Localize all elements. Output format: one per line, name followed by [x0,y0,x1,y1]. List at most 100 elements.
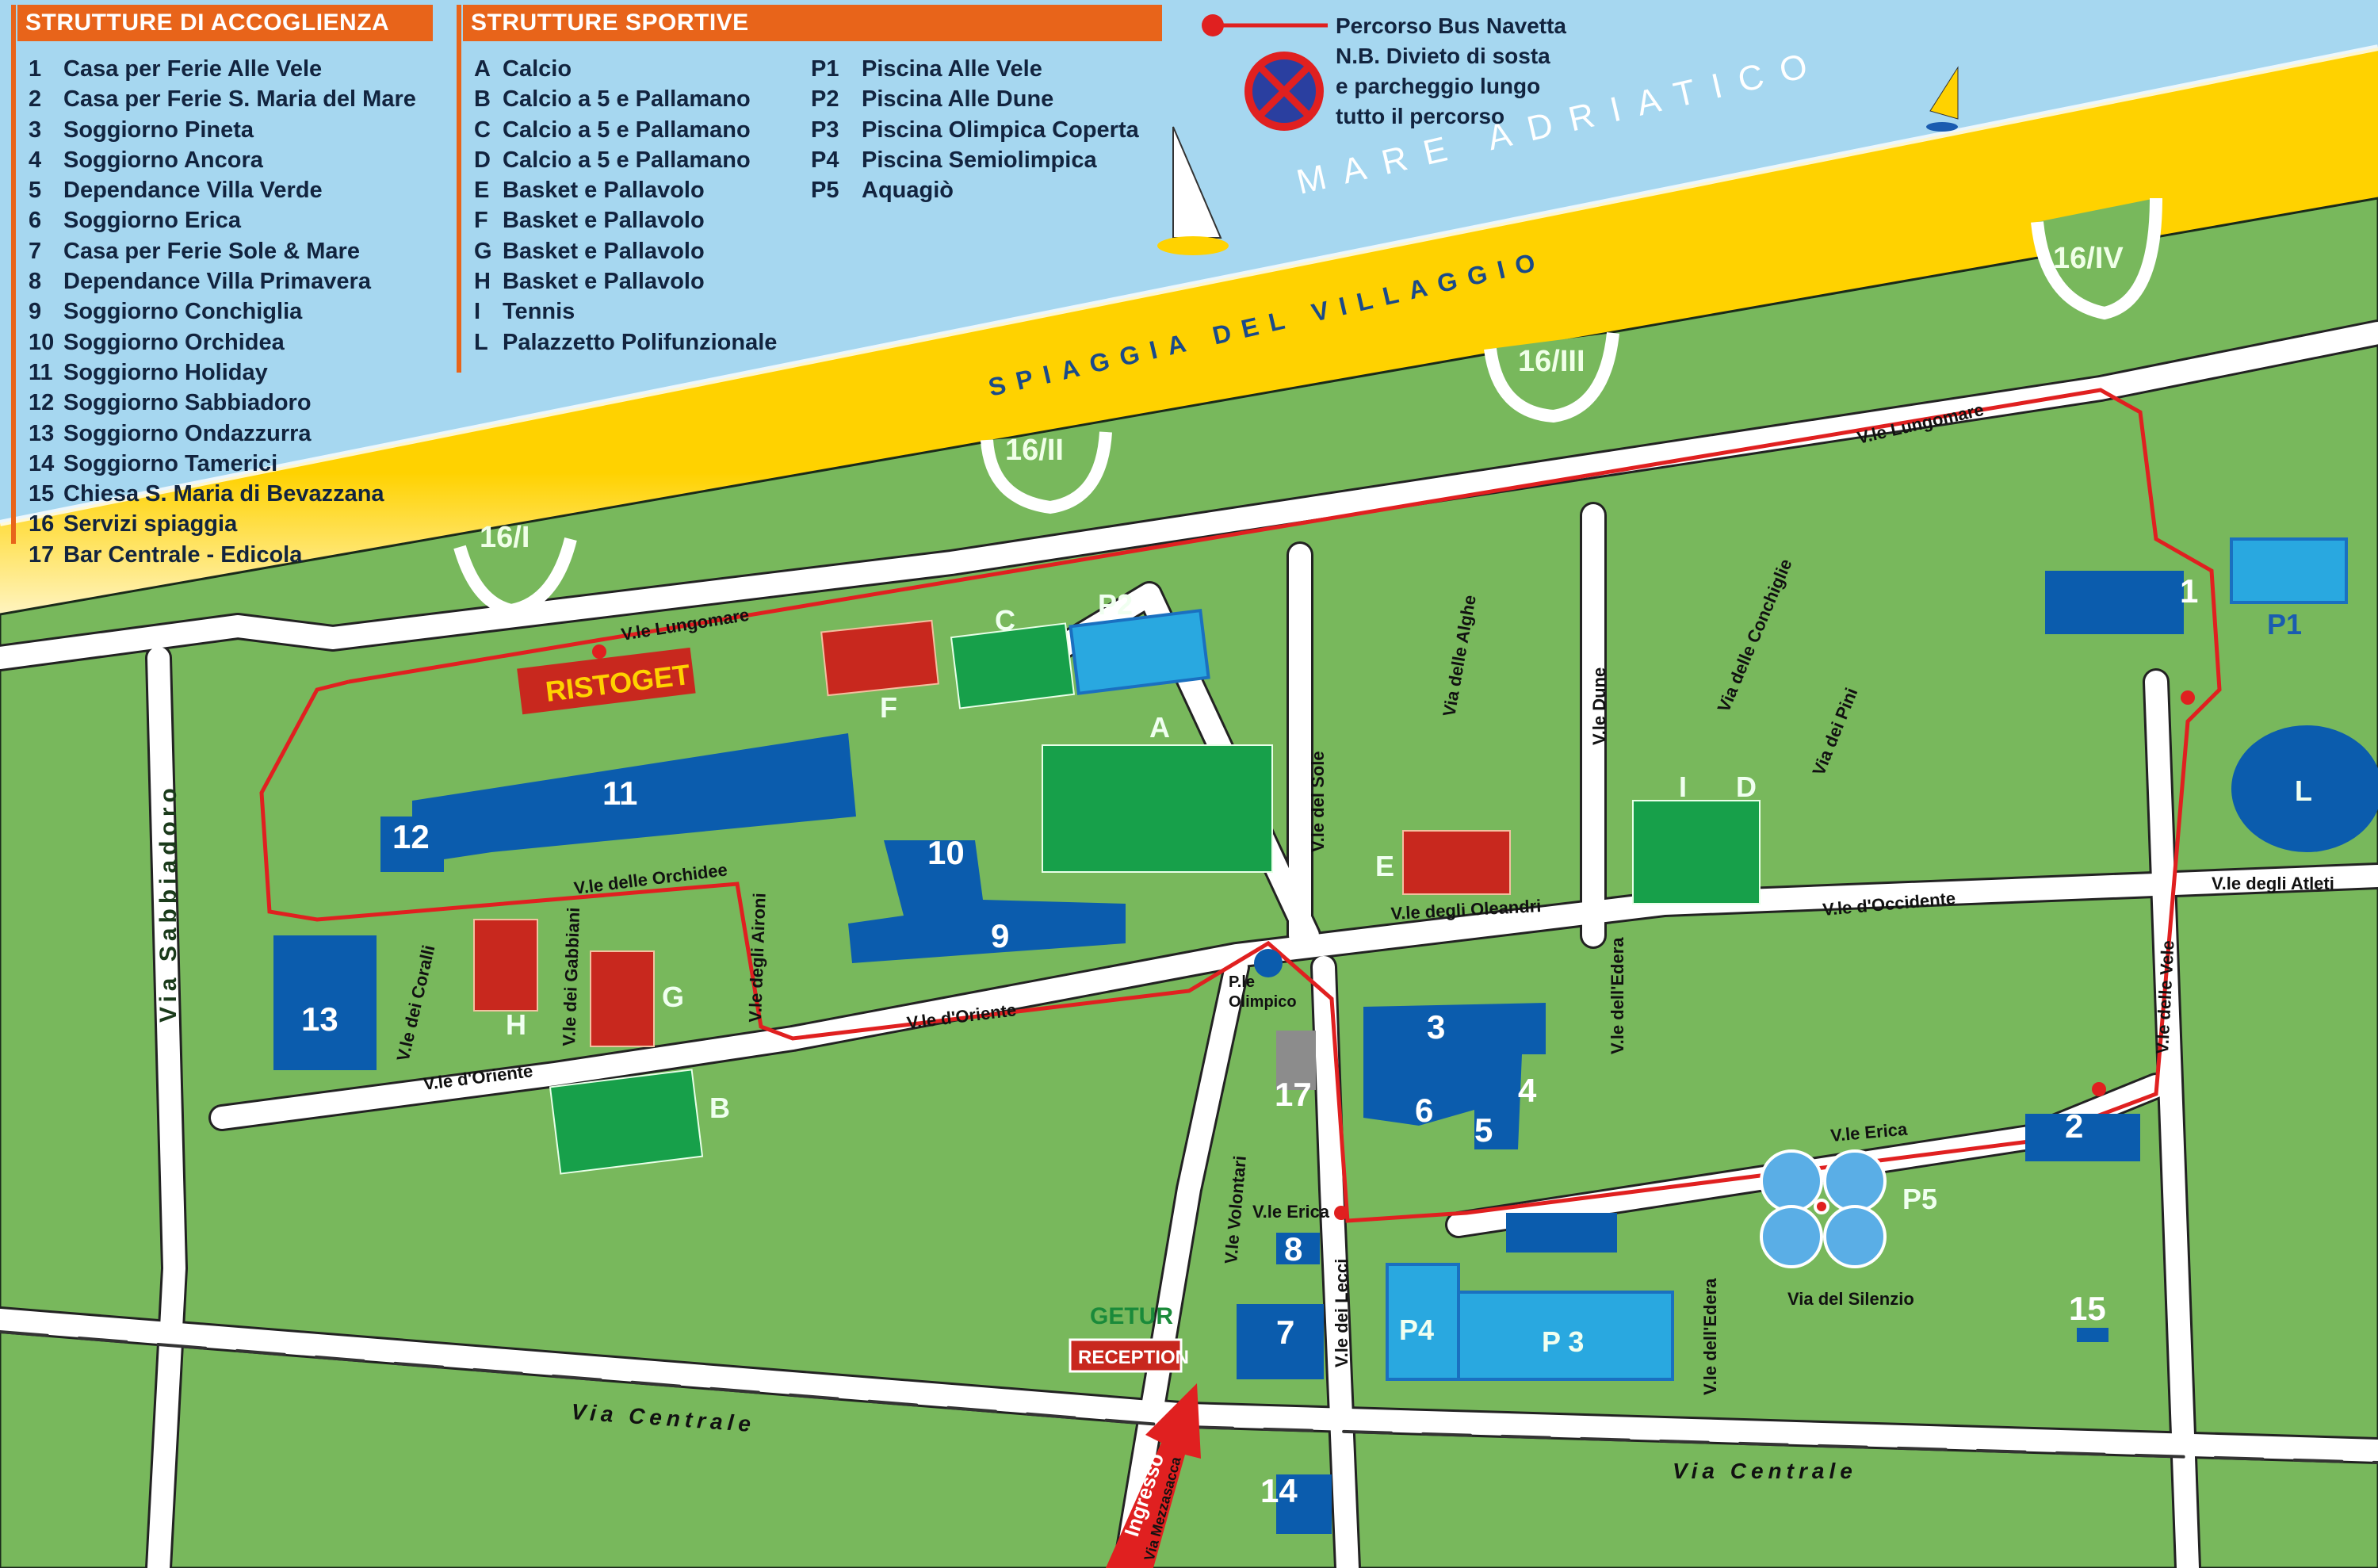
legend-bus: Percorso Bus Navetta N.B. Divieto di sos… [1197,11,1641,132]
building-7 [1237,1304,1324,1379]
sailboat-icon [1157,126,1229,255]
building-label-15: 15 [2069,1290,2106,1327]
beach-service-loops [453,197,2162,618]
building-label-13: 13 [301,1000,338,1038]
building-label-11: 11 [602,774,637,812]
pool-P1 [2230,537,2348,604]
beach-service-16-II: 16/II [1005,434,1064,467]
windsurfer-icon [1926,66,1959,132]
street-lecci: V.le dei Lecci [1332,1259,1351,1367]
building-2 [2025,1114,2140,1161]
building-label-17: 17 [1275,1076,1312,1113]
street-dune: V.le Dune [1589,667,1609,745]
building-label-10: 10 [927,834,965,871]
court-H [473,919,538,1012]
sport-label-E: E [1375,850,1394,882]
building-misc [1506,1213,1617,1252]
building-3-6 [1363,1003,1546,1149]
sport-label-G: G [662,981,684,1013]
sport-label-H: H [506,1008,526,1041]
street-atleti: V.le degli Atleti [2212,874,2334,893]
bar-17 [1276,1031,1316,1090]
church-15 [2077,1328,2108,1342]
courts [473,619,1511,1047]
bus-stops [592,644,2195,1220]
no-parking-note-line-3: tutto il percorso [1336,104,1505,128]
reception-label[interactable]: RECEPTION [1078,1347,1189,1368]
reception-sign[interactable] [1069,1338,1183,1373]
building-9-10 [848,840,1126,963]
sport-label-A: A [1149,711,1170,744]
building-13 [273,935,377,1070]
building-label-4: 4 [1518,1072,1537,1109]
pool-label-P1: P1 [2267,608,2302,641]
sport-label-C: C [995,604,1015,637]
street-centrale-east: Via Centrale [1673,1459,1857,1483]
field-ID [1632,800,1761,904]
building-label-3: 3 [1427,1008,1445,1046]
building-label-12: 12 [392,818,430,855]
building-1 [2045,571,2184,634]
no-parking-icon [1244,52,1324,131]
pool-P2 [1069,608,1210,695]
entrance-arrow-icon [1106,1383,1201,1568]
street-sabbiadoro: Via Sabbiadoro [155,783,182,1023]
ristoget-sign [517,647,696,715]
no-parking-note-line-1: N.B. Divieto di sosta [1336,44,1550,68]
building-label-8: 8 [1284,1230,1302,1268]
piazzale-olimpico-line1: P.le [1229,973,1255,991]
pool-label-P2: P2 [1098,588,1133,621]
street-edera-north: V.le dell'Edera [1608,937,1627,1054]
fountain-olimpico [1254,949,1283,977]
field-A [1042,744,1273,873]
football-fields [549,622,1761,1175]
bus-route-label: Percorso Bus Navetta [1336,13,1567,38]
street-sole: V.le del Sole [1308,751,1328,852]
pool-label-P5: P5 [1902,1183,1937,1215]
street-erica-west: V.le Erica [1252,1202,1330,1222]
court-G [590,950,655,1047]
building-11 [412,733,856,864]
sport-label-D: D [1736,771,1757,803]
pool-P5 [1760,1149,1887,1268]
building-12 [380,817,444,872]
sport-label-L: L [2295,774,2312,807]
pool-label-P3: P 3 [1542,1325,1584,1358]
field-B [549,1069,704,1175]
building-14 [1276,1474,1332,1534]
street-edera-south: V.le dell'Edera [1700,1278,1720,1395]
beach-service-16-I: 16/I [480,521,530,554]
pool-label-P4: P4 [1399,1314,1434,1346]
legend-sports-title: STRUTTURE SPORTIVE [463,5,1162,41]
palazzetto-L [2231,725,2378,852]
